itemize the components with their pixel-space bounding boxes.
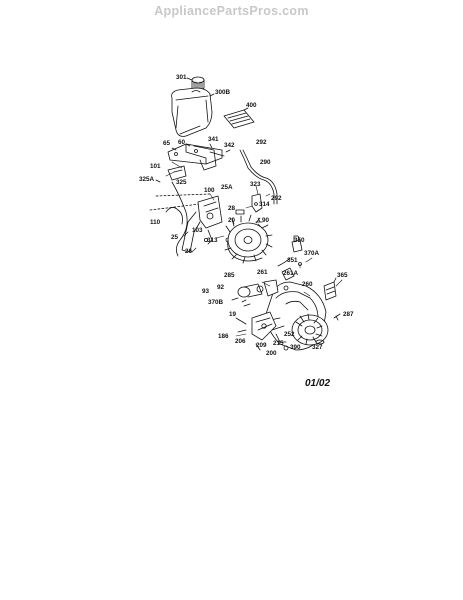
part-label-252: 252: [284, 331, 295, 338]
part-label-65: 65: [163, 140, 171, 147]
spark-plug-boot-part: [291, 235, 303, 253]
part-label-110: 110: [150, 219, 161, 226]
recoil-starter-part: [291, 313, 329, 346]
part-label-351: 351: [287, 257, 298, 264]
plate-part: [223, 109, 255, 129]
part-label-206: 206: [235, 338, 246, 345]
part-label-365: 365: [337, 272, 348, 279]
flywheel-part: [224, 214, 273, 264]
part-label-323: 323: [250, 181, 261, 188]
part-label-314: 314: [259, 201, 270, 208]
starter-handle-part: [323, 281, 337, 301]
part-label-28: 28: [228, 205, 236, 212]
part-label-26: 26: [185, 248, 193, 255]
part-label-19: 19: [229, 311, 237, 318]
fuel-line-part: [239, 149, 278, 205]
mount-bracket-part: [263, 267, 295, 297]
part-label-186: 186: [218, 333, 229, 340]
part-label-90: 90: [262, 217, 270, 224]
part-label-290: 290: [260, 159, 271, 166]
part-label-103: 103: [192, 227, 203, 234]
tank-bracket-part: [167, 143, 225, 171]
part-label-300b: 300B: [215, 89, 231, 96]
part-label-200: 200: [266, 350, 277, 357]
part-label-350: 350: [294, 237, 305, 244]
throttle-linkage-part: [149, 165, 211, 211]
washer-part: [315, 339, 325, 345]
part-label-292-lower: 292: [271, 195, 282, 202]
leader-lines: [165, 161, 343, 337]
ignition-module-part: [181, 195, 223, 253]
part-label-370b: 370B: [208, 299, 224, 306]
part-label-342: 342: [224, 142, 235, 149]
site-watermark: AppliancePartsPros.com: [154, 4, 309, 18]
part-label-313: 313: [207, 237, 218, 244]
governor-wire-part: [171, 181, 188, 257]
part-label-370a: 370A: [304, 250, 320, 257]
part-label-25a: 25A: [221, 184, 233, 191]
part-label-301: 301: [176, 74, 187, 81]
part-label-341: 341: [208, 136, 219, 143]
part-label-215: 215: [273, 340, 284, 347]
part-label-92: 92: [217, 284, 225, 291]
part-label-285: 285: [224, 272, 235, 279]
part-label-100: 100: [204, 187, 215, 194]
part-label-261: 261: [257, 269, 268, 276]
part-label-261a: 261A: [283, 270, 299, 277]
part-label-209: 209: [256, 342, 267, 349]
part-label-287: 287: [343, 311, 354, 318]
part-label-260: 260: [302, 281, 313, 288]
part-label-390: 390: [290, 344, 301, 351]
diagram-page-code: 01/02: [305, 378, 331, 389]
part-label-25: 25: [171, 234, 179, 241]
part-label-101: 101: [150, 163, 161, 170]
part-label-20: 20: [228, 217, 236, 224]
part-label-325: 325: [176, 179, 187, 186]
part-label-325a: 325A: [139, 176, 155, 183]
small-bracket-part: [251, 193, 263, 213]
shaft-assembly-part: [231, 283, 264, 307]
part-label-327: 327: [312, 344, 323, 351]
part-label-400: 400: [246, 102, 257, 109]
part-label-60: 60: [178, 139, 186, 146]
lower-bracket-part: [251, 311, 277, 341]
fuel-tank-part: [171, 87, 213, 137]
part-label-93: 93: [202, 288, 210, 295]
part-label-292-top: 292: [256, 139, 267, 146]
